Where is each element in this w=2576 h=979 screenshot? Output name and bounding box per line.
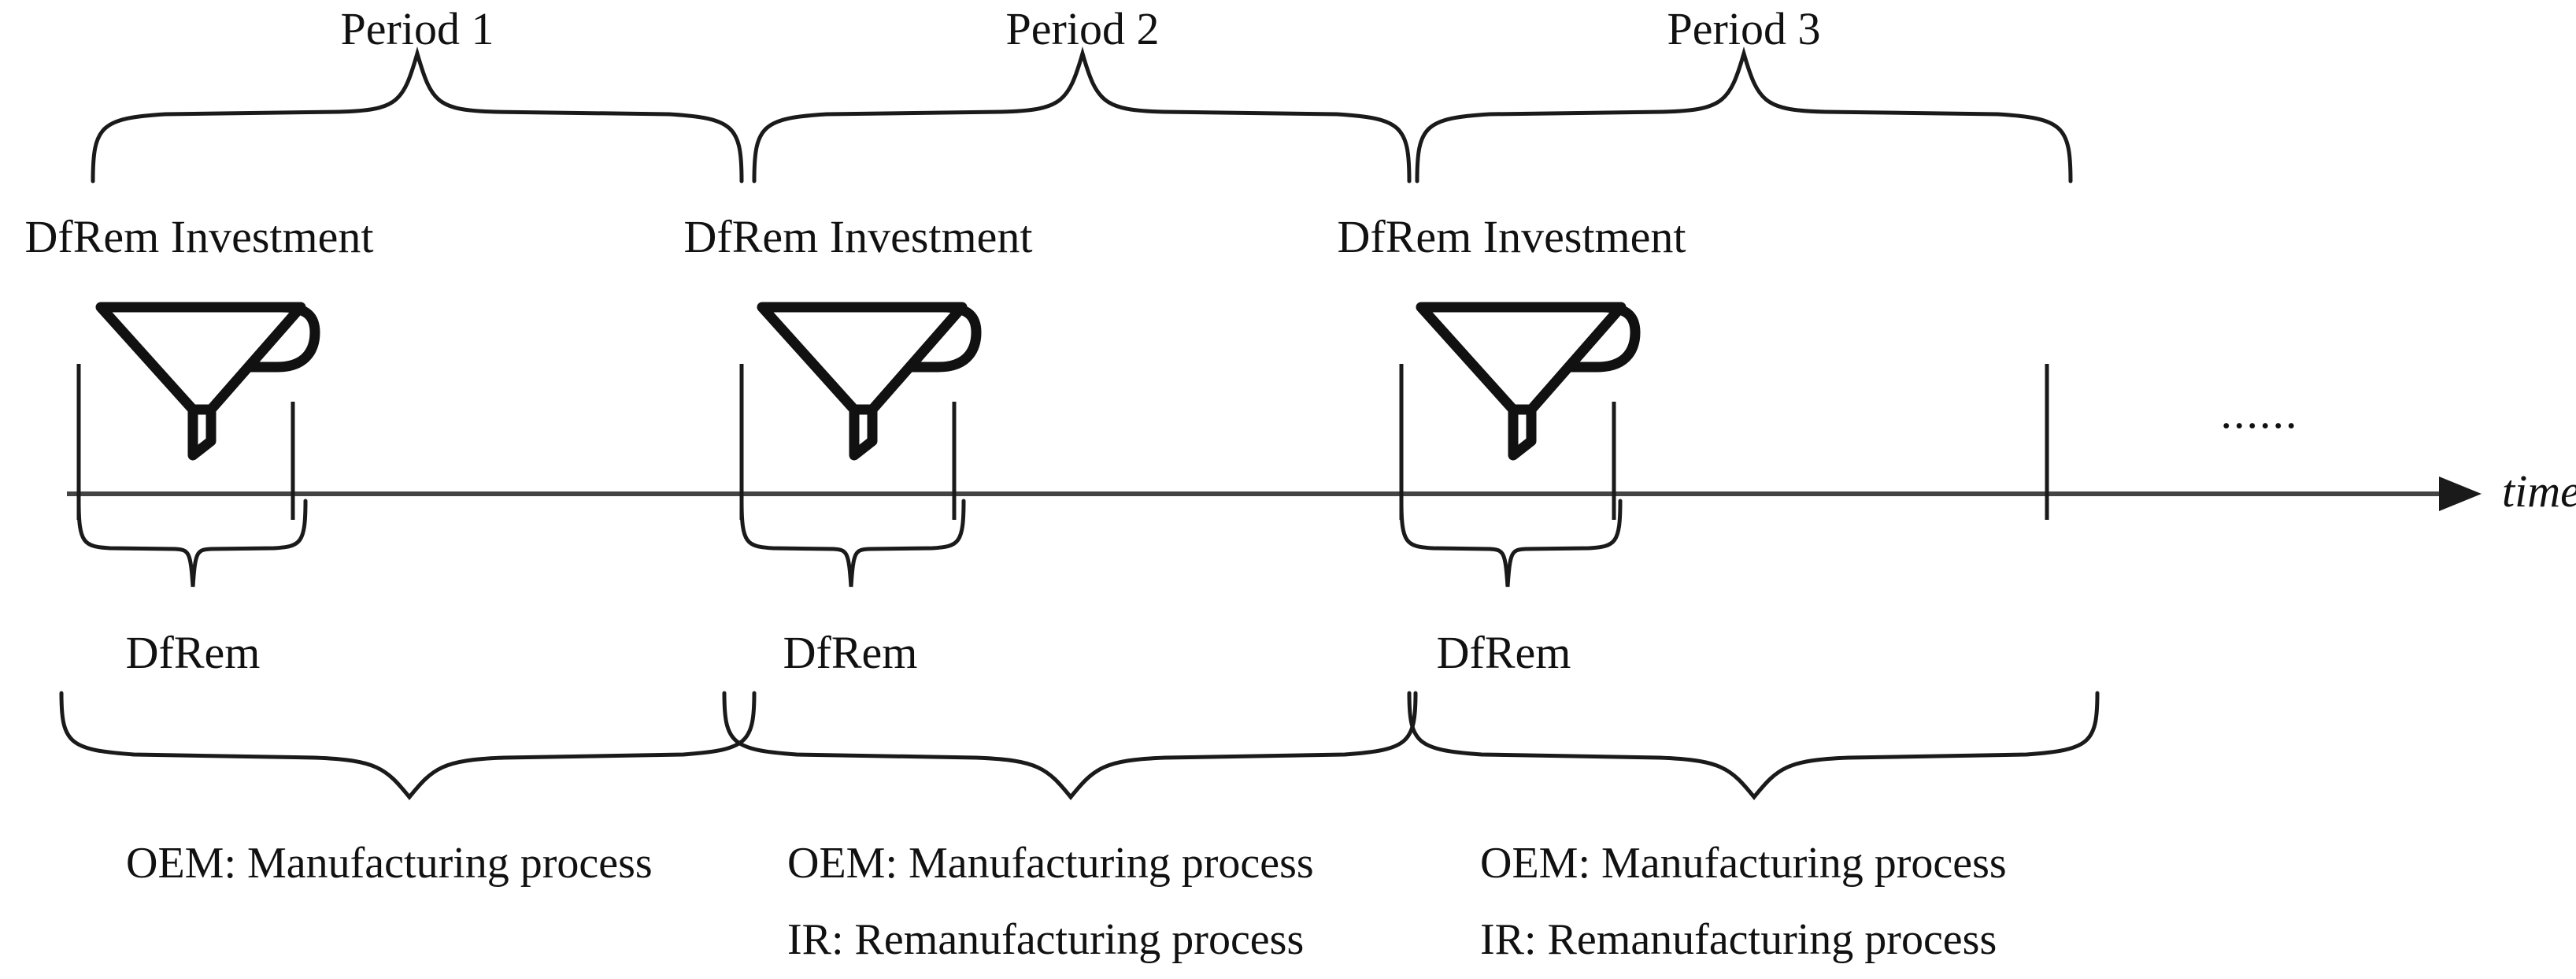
dfrem-label-3: DfRem (1436, 627, 1571, 678)
arrow-right-icon (2439, 477, 2482, 511)
dfrem-small-brace-2 (739, 499, 966, 588)
period-2-brace (752, 46, 1412, 184)
dfrem-investment-label-3: DfRem Investment (1337, 211, 1686, 262)
dfrem-investment-label-2: DfRem Investment (683, 211, 1033, 262)
time-axis-label: time (2502, 465, 2576, 517)
dfrem-label-2: DfRem (783, 627, 918, 678)
period-brace-group (91, 46, 2073, 184)
period-3-brace (1415, 46, 2073, 184)
funnel-icon (95, 302, 320, 461)
period-label-2: Period 2 (1005, 3, 1160, 54)
continuation-dots: ...... (2220, 387, 2299, 438)
process-line: IR: Remanufacturing process (1480, 915, 1997, 964)
period-label-1: Period 1 (340, 3, 494, 54)
process-brace-group (59, 691, 2100, 800)
process-line: IR: Remanufacturing process (787, 915, 1305, 964)
process-line: OEM: Manufacturing process (126, 839, 653, 888)
period-label-3: Period 3 (1667, 3, 1821, 54)
process-brace-1 (59, 691, 757, 800)
timeline-ticks-group (76, 364, 2049, 520)
process-brace-3 (1407, 691, 2100, 800)
process-line: OEM: Manufacturing process (1480, 839, 2007, 888)
dfrem-label-1: DfRem (125, 627, 261, 678)
dfrem-investment-label-1: DfRem Investment (24, 211, 374, 262)
process-line: OEM: Manufacturing process (787, 839, 1314, 888)
timeline-axis-group (67, 477, 2482, 511)
dfrem-small-brace-group (76, 499, 1623, 588)
period-1-brace (91, 46, 744, 184)
process-brace-2 (722, 691, 1418, 800)
funnel-icon (757, 302, 982, 461)
dfrem-small-brace-1 (76, 499, 308, 588)
dfrem-small-brace-3 (1399, 499, 1623, 588)
funnel-icon (1416, 302, 1641, 461)
